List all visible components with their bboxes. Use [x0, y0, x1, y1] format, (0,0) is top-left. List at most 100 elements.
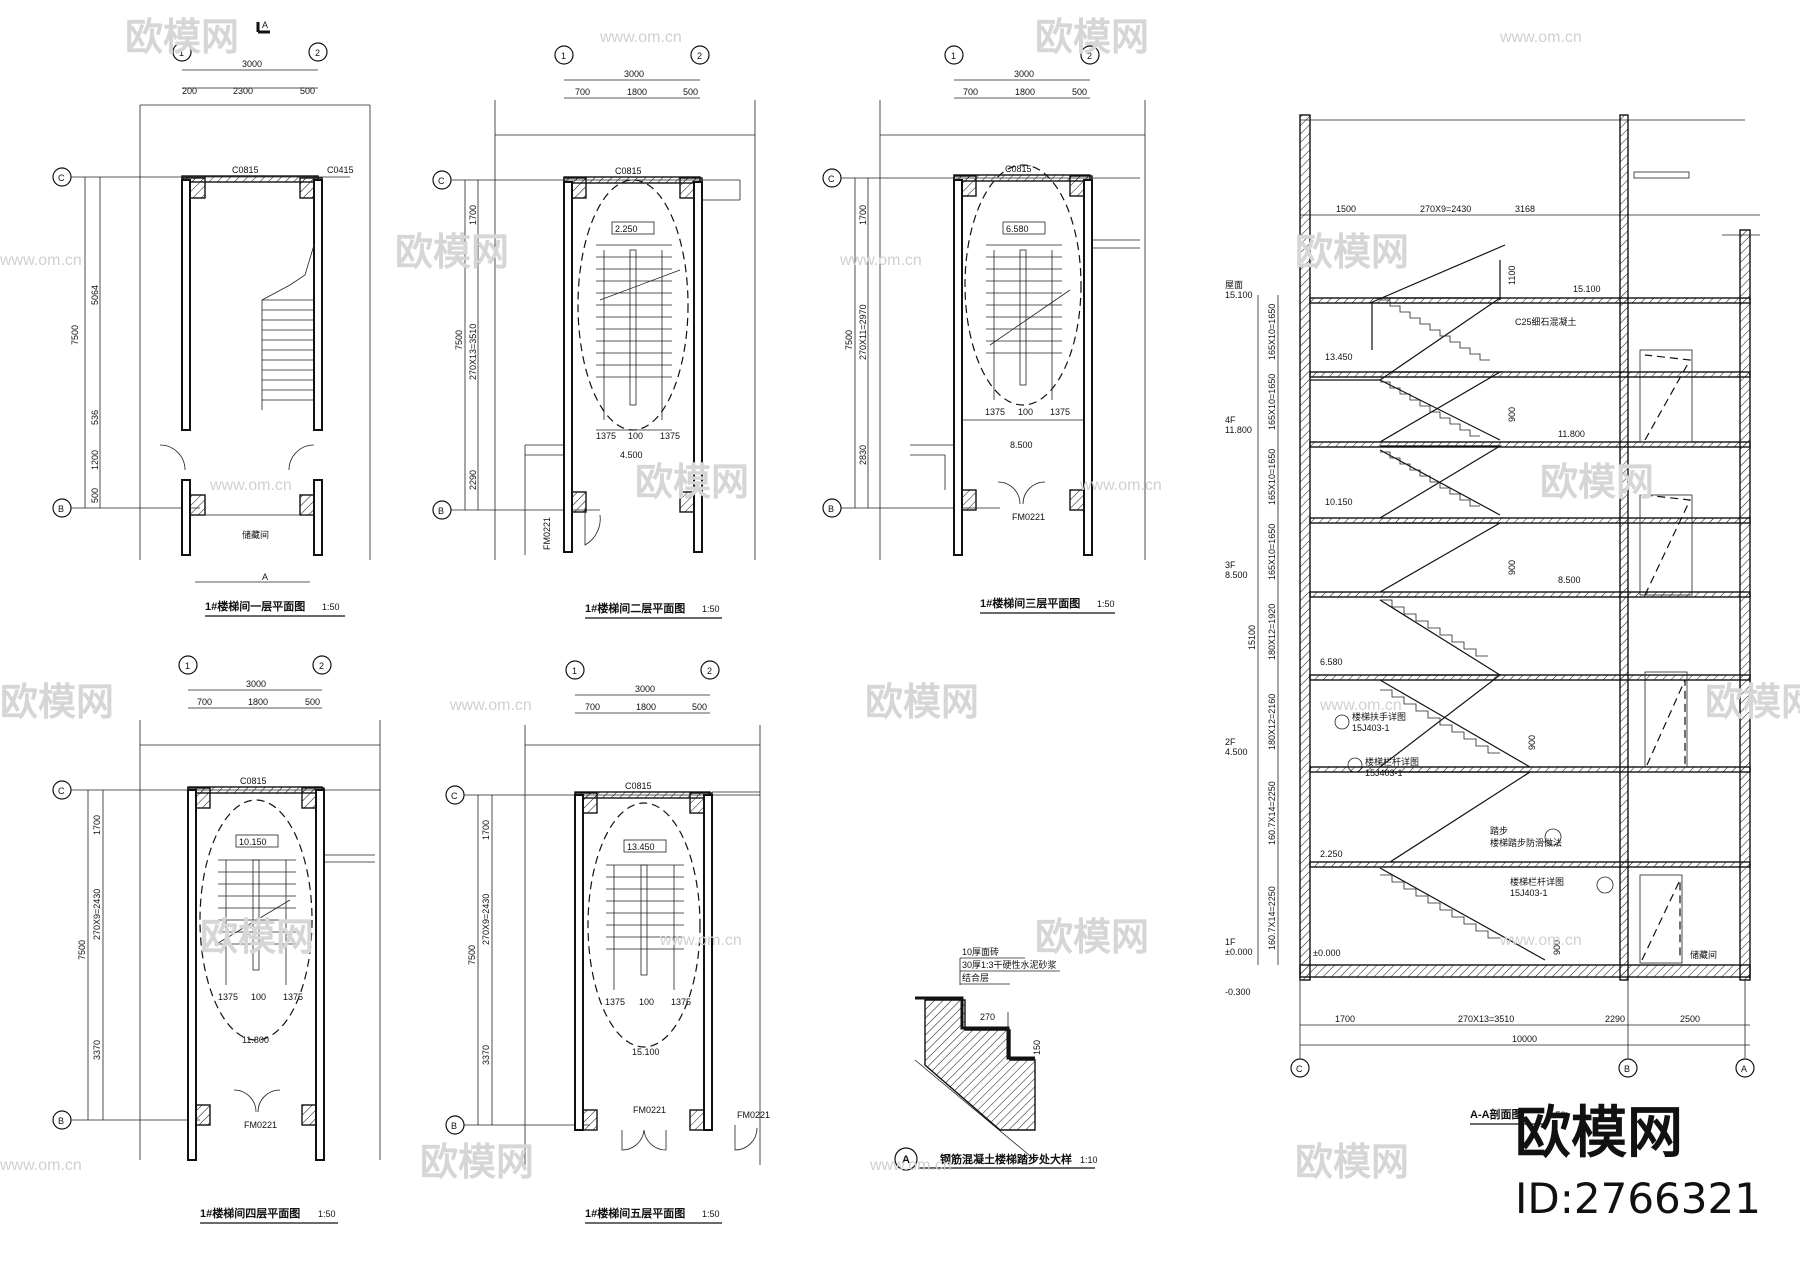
grid-label: B: [438, 506, 444, 516]
level-value: 11.800: [1558, 429, 1585, 439]
dim-text: 3370: [481, 1045, 491, 1065]
asset-id: ID:2766321: [1515, 1174, 1761, 1223]
dim-text: 900: [1507, 407, 1517, 422]
dim-text: 3000: [624, 69, 644, 79]
dim-text: 500: [683, 87, 698, 97]
door-tag: FM0221: [542, 517, 552, 550]
dim-text: 1100: [1507, 266, 1517, 285]
dim-text: 100: [251, 992, 266, 1002]
dim-text: 1800: [248, 697, 268, 707]
dim-text: 500: [305, 697, 320, 707]
dim-text: 900: [1552, 940, 1562, 955]
section-note: 15J403-1: [1510, 888, 1548, 898]
section-note: 楼梯扶手详图: [1352, 711, 1406, 722]
grid-label: 2: [1087, 51, 1092, 61]
door-tag: FM0221: [1012, 512, 1045, 522]
level-value: ±0.000: [1225, 947, 1252, 957]
dim-text: 2500: [1680, 1014, 1700, 1024]
plan-title: 1#楼梯间五层平面图: [585, 1206, 685, 1220]
plan-first-floor: 1 2 A 3000 200 2300 500 C B 7500 5064 53…: [52, 20, 371, 617]
dim-text: 1700: [1335, 1014, 1355, 1024]
detail-note: 30厚1:3干硬性水泥砂浆: [962, 959, 1057, 970]
plan-title: 1#楼梯间三层平面图: [980, 596, 1080, 610]
dim-text: 1700: [92, 815, 102, 835]
watermark: 欧模网: [1295, 1140, 1409, 1184]
grid-label: B: [828, 504, 834, 514]
level-value: -0.300: [1225, 987, 1251, 997]
watermark-layer: 欧模网 欧模网 欧模网 欧模网 欧模网 欧模网 欧模网 欧模网 欧模网 欧模网 …: [0, 15, 1800, 1223]
dim-text: 500: [300, 86, 315, 96]
watermark: 欧模网: [125, 15, 239, 59]
dim-text: 270X13=3510: [468, 324, 478, 380]
plan-third-floor: 1 2 3000 700 1800 500 C B 7500 1700 270X…: [822, 45, 1146, 614]
watermark-url: www.om.cn: [1319, 697, 1402, 714]
dim-text: 1375: [671, 997, 691, 1007]
grid-label: 2: [319, 661, 324, 671]
dim-text: 1375: [1050, 407, 1070, 417]
plan-title: 1#楼梯间二层平面图: [585, 601, 685, 615]
dim-text: 700: [585, 702, 600, 712]
dim-text: 200: [182, 86, 197, 96]
dim-text: 1375: [218, 992, 238, 1002]
detail-note: 结合层: [962, 972, 989, 983]
dim-text: 270: [980, 1012, 995, 1022]
watermark: 欧模网: [0, 680, 114, 724]
door-tag: FM0221: [244, 1120, 277, 1130]
grid-label: B: [451, 1121, 457, 1131]
watermark: 欧模网: [1035, 915, 1149, 959]
dim-text: 1800: [636, 702, 656, 712]
level-mark: 13.450: [627, 842, 655, 852]
dim-text: 900: [1507, 560, 1517, 575]
grid-label: 1: [572, 666, 577, 676]
dim-text: 3000: [242, 59, 262, 69]
window-tag: C0815: [240, 776, 267, 786]
detail-note: 10厚面砖: [962, 946, 999, 957]
plan-scale: 1:50: [1097, 599, 1115, 609]
grid-label: 2: [707, 666, 712, 676]
watermark-url: www.om.cn: [209, 477, 292, 494]
dim-text: 900: [1527, 735, 1537, 750]
level-value: 11.800: [1225, 425, 1252, 435]
level-mark: 8.500: [1010, 440, 1033, 450]
section-note: C25细石混凝土: [1515, 316, 1577, 327]
detail-title: 钢筋混凝土楼梯踏步处大样: [940, 1152, 1072, 1166]
dim-text: 2830: [858, 445, 868, 465]
section-mark: A: [262, 572, 268, 582]
grid-bubble-2: [308, 42, 328, 62]
dim-text: 1800: [1015, 87, 1035, 97]
dim-text: 5064: [90, 285, 100, 305]
dim-text: 2290: [468, 470, 478, 490]
dim-text: 1375: [596, 431, 616, 441]
watermark-url: www.om.cn: [659, 932, 742, 949]
watermark: 欧模网: [635, 460, 749, 504]
level-value: 15.100: [1225, 290, 1253, 300]
grid-label: 1: [185, 661, 190, 671]
dim-text: 180X12=1920: [1267, 604, 1277, 660]
grid-label: 1: [561, 51, 566, 61]
grid-label: C: [58, 786, 65, 796]
level-value: 2.250: [1320, 849, 1343, 859]
dim-text: 165X10=1650: [1267, 524, 1277, 580]
dim-text: 3168: [1515, 204, 1535, 214]
plan-scale: 1:50: [318, 1209, 336, 1219]
level-value: 8.500: [1558, 575, 1581, 585]
window-tag: C0815: [615, 166, 642, 176]
dim-text: 100: [628, 431, 643, 441]
dim-text: 700: [963, 87, 978, 97]
level-value: 4.500: [1225, 747, 1248, 757]
grid-label: 1: [179, 48, 184, 58]
grid-label: C: [451, 791, 458, 801]
dim-text: 2300: [233, 86, 253, 96]
dim-text: 270X11=2970: [858, 304, 868, 360]
level-name: 屋面: [1225, 280, 1243, 290]
watermark-url: www.om.cn: [1499, 29, 1582, 46]
plan-title: 1#楼梯间四层平面图: [200, 1206, 300, 1220]
dim-text: 10000: [1512, 1034, 1537, 1044]
dim-text: 1200: [90, 450, 100, 470]
section-note: 楼梯栏杆详图: [1365, 756, 1419, 767]
grid-label: C: [828, 174, 835, 184]
section-note: 楼梯栏杆详图: [1510, 876, 1564, 887]
dim-text: 500: [1072, 87, 1087, 97]
grid-label: C: [58, 173, 65, 183]
grid-label: A: [1741, 1064, 1747, 1074]
